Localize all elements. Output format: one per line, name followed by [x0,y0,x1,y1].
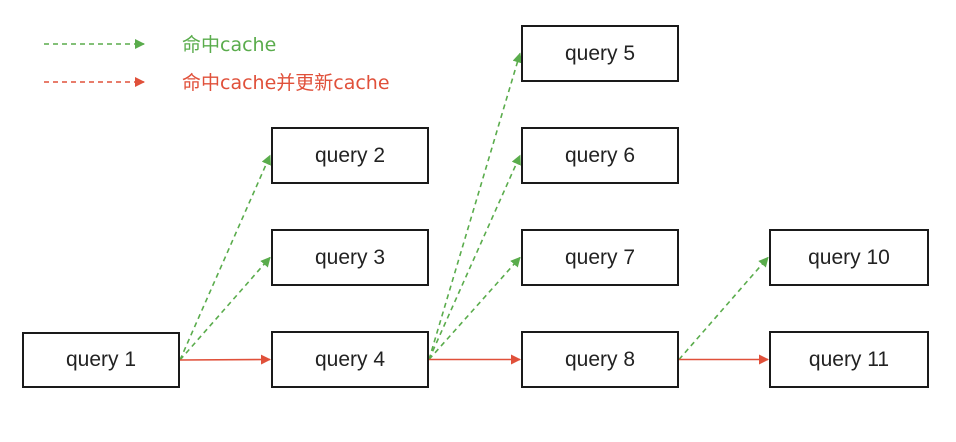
edge-q1-to-q2 [179,154,271,361]
node-query-5: query 5 [521,25,679,82]
node-query-6: query 6 [521,127,679,184]
node-query-8: query 8 [521,331,679,388]
node-query-11: query 11 [769,331,929,388]
edge-q1-to-q3 [179,256,271,361]
legend-hit-update-label: 命中cache并更新cache [182,72,390,94]
node-query-10: query 10 [769,229,929,286]
node-query-2: query 2 [271,127,429,184]
edge-q8-to-q10 [678,256,769,361]
node-query-3: query 3 [271,229,429,286]
node-query-1: query 1 [22,332,180,388]
edges [179,52,769,365]
legend-hit-label: 命中cache [182,34,277,56]
node-query-4: query 4 [271,331,429,388]
edge-q1-to-q4 [179,354,271,365]
edge-q4-to-q6 [428,154,521,360]
edge-q4-to-q5 [428,52,523,360]
node-query-7: query 7 [521,229,679,286]
edge-q4-to-q7 [428,256,521,361]
